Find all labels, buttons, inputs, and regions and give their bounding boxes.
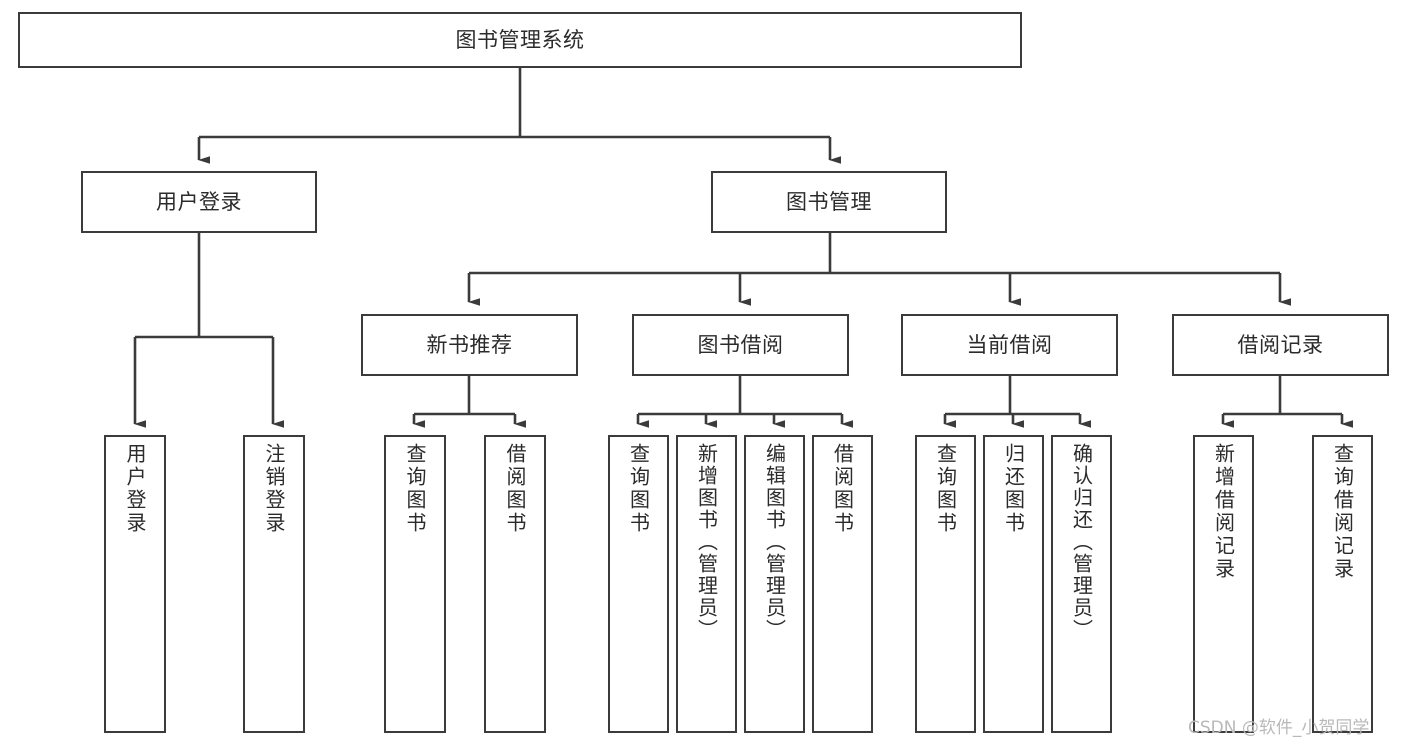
node-root-system[interactable]: 图书管理系统 [18,12,1022,68]
node-borrow-record[interactable]: 借阅记录 [1172,314,1389,376]
node-label: 借阅图书 [503,443,527,535]
node-label: 新增借阅记录 [1211,443,1236,581]
node-current-borrow[interactable]: 当前借阅 [901,314,1118,376]
leaf-recommend-borrow-book[interactable]: 借阅图书 [484,435,546,733]
node-label: 查询图书 [626,443,651,535]
node-label: 查询借阅记录 [1330,443,1355,581]
leaf-current-query-book[interactable]: 查询图书 [915,435,976,733]
node-label: 用户登录 [123,443,147,535]
node-label: 图书管理系统 [455,27,585,52]
node-new-book-recommend[interactable]: 新书推荐 [361,314,578,376]
node-label: 当前借阅 [966,332,1053,357]
leaf-borrow-add-book-admin[interactable]: 新增图书（管理员） [676,435,737,733]
node-label: 查询图书 [403,443,427,535]
leaf-current-confirm-return-admin[interactable]: 确认归还（管理员） [1051,435,1112,733]
leaf-recommend-query-book[interactable]: 查询图书 [384,435,446,733]
leaf-borrow-edit-book-admin[interactable]: 编辑图书（管理员） [744,435,805,733]
node-book-borrow[interactable]: 图书借阅 [632,314,849,376]
leaf-borrow-query-book[interactable]: 查询图书 [608,435,669,733]
node-label: 图书管理 [786,189,872,214]
leaf-user-logout[interactable]: 注销登录 [243,435,305,733]
node-label: 查询图书 [933,443,958,535]
node-label: 编辑图书（管理员） [762,443,787,641]
node-label: 借阅图书 [830,443,855,535]
node-label: 借阅记录 [1237,332,1324,357]
node-label: 新增图书（管理员） [694,443,719,641]
watermark-text: CSDN @软件_小贺同学 [1188,718,1370,738]
leaf-record-query-record[interactable]: 查询借阅记录 [1312,435,1373,733]
node-label: 新书推荐 [426,332,513,357]
leaf-record-add-record[interactable]: 新增借阅记录 [1193,435,1254,733]
node-label: 确认归还（管理员） [1069,443,1094,641]
leaf-borrow-borrow-book[interactable]: 借阅图书 [812,435,873,733]
node-book-management[interactable]: 图书管理 [711,171,947,233]
node-label: 图书借阅 [697,332,784,357]
node-label: 用户登录 [156,189,242,214]
node-label: 注销登录 [262,443,286,535]
node-user-login[interactable]: 用户登录 [81,171,317,233]
leaf-current-return-book[interactable]: 归还图书 [983,435,1044,733]
leaf-user-login[interactable]: 用户登录 [104,435,166,733]
node-label: 归还图书 [1001,443,1026,535]
